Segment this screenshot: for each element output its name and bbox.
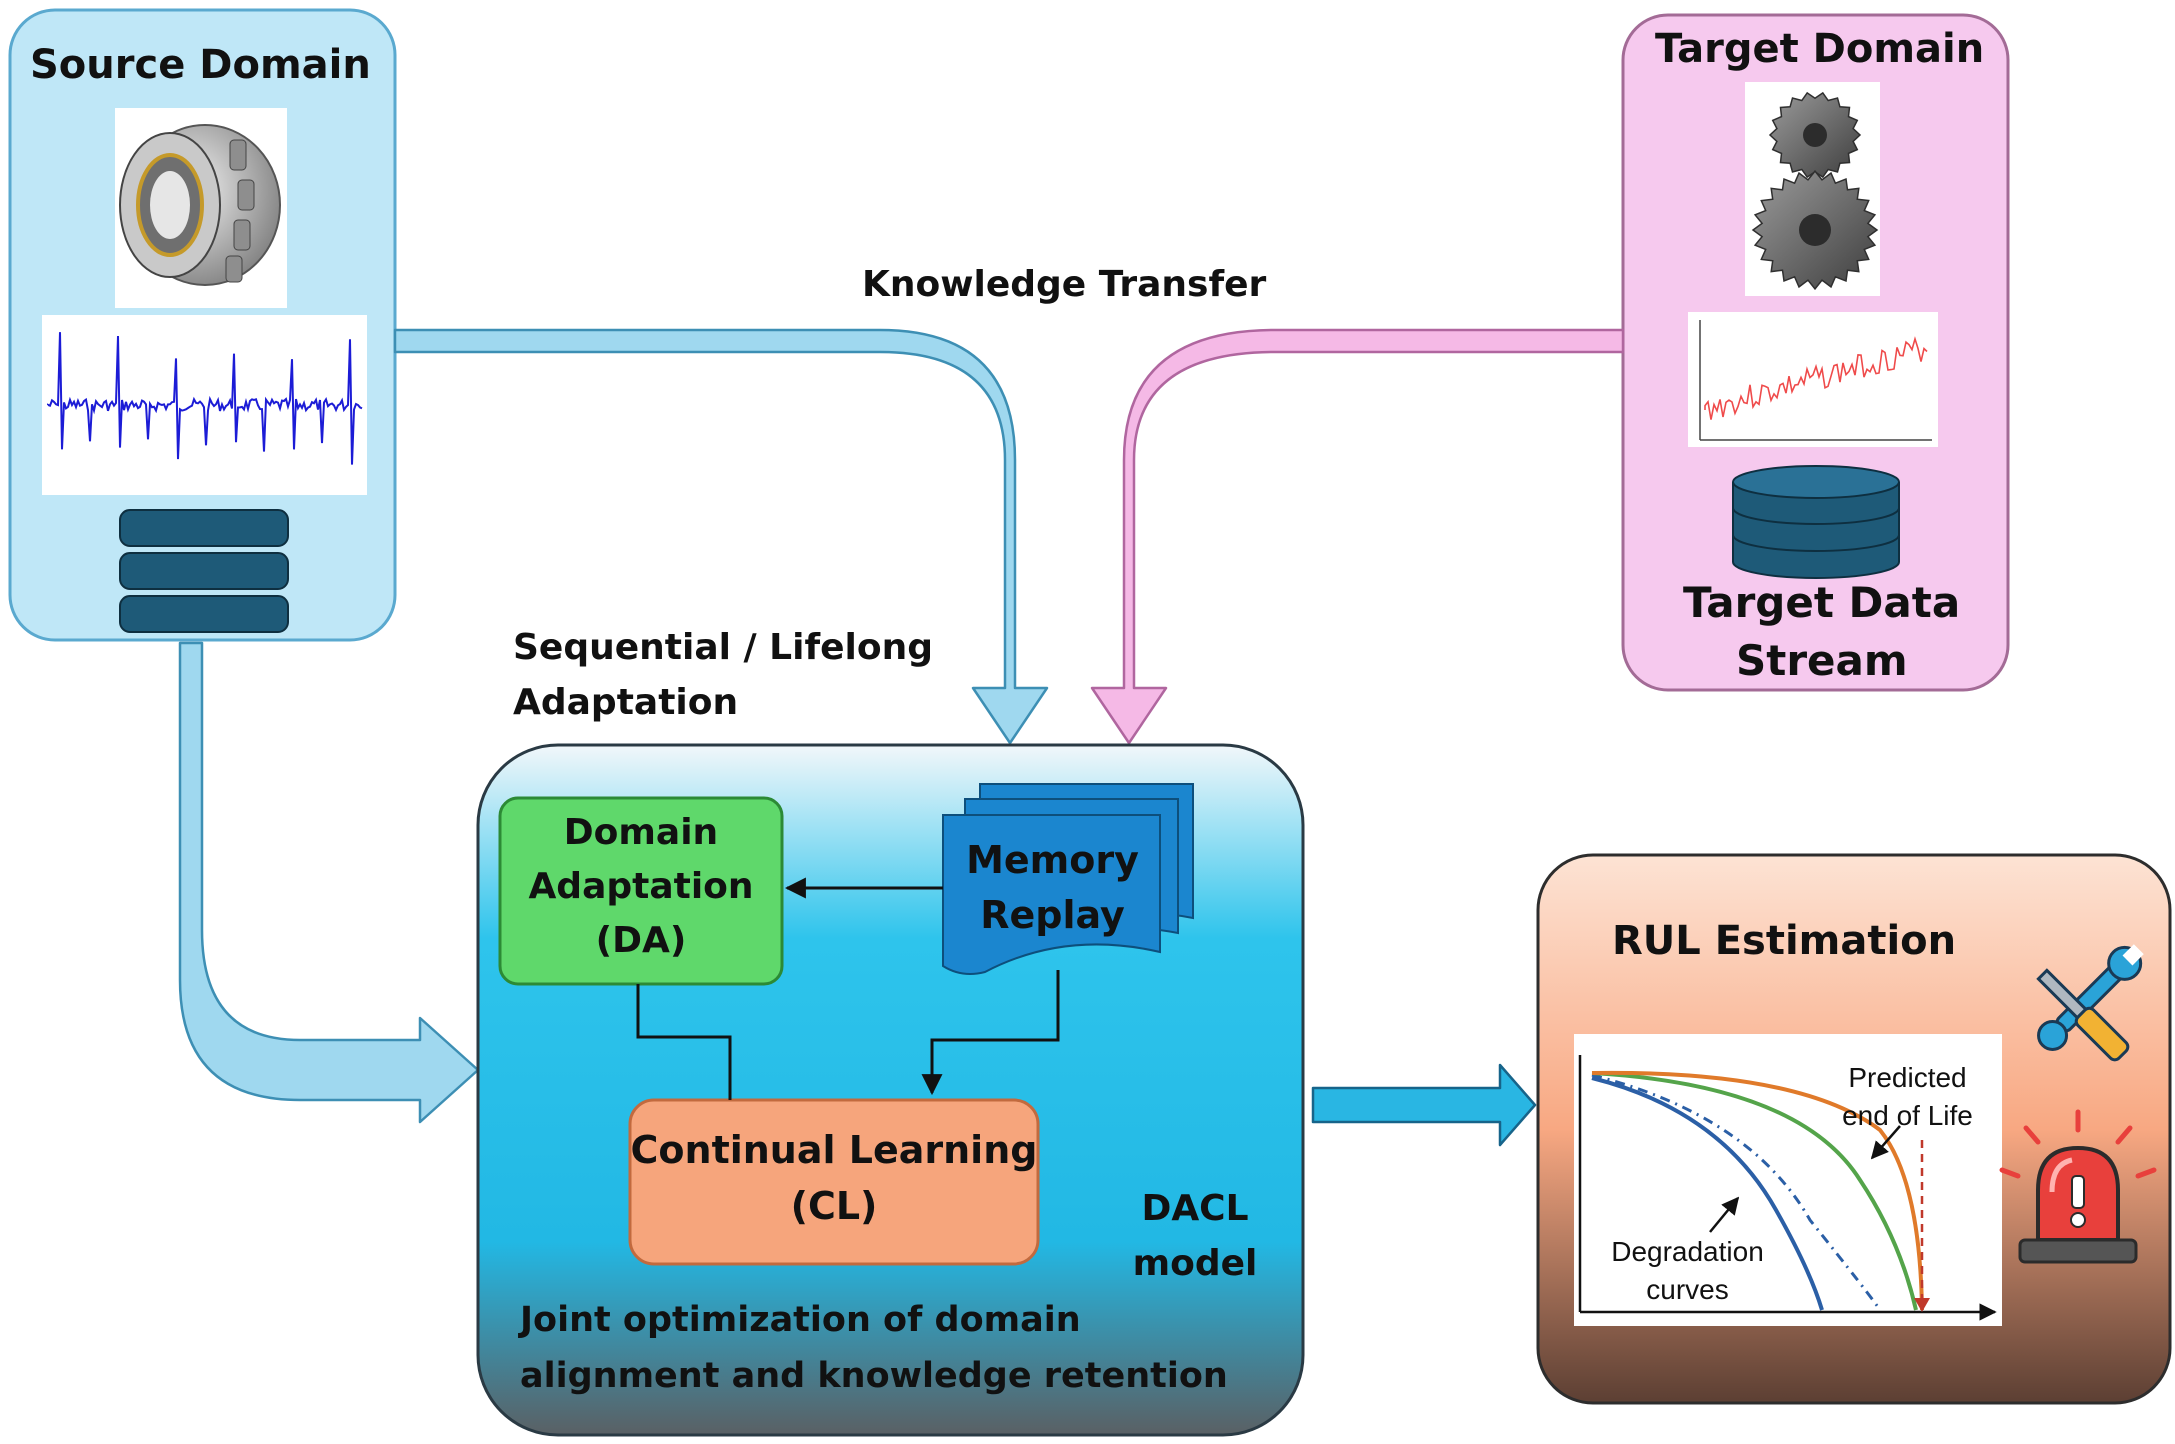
source-transfer-arrow	[393, 328, 1049, 745]
sequential-label-1: Sequential / Lifelong	[513, 627, 934, 668]
source-to-dacl-arrow	[178, 641, 480, 1124]
target-transfer-arrow	[1090, 328, 1625, 745]
rul-estimation-title: RUL Estimation	[1612, 918, 1957, 964]
wrench-screwdriver-icon	[2036, 944, 2144, 1062]
database-icon	[119, 509, 289, 633]
da-label-3: (DA)	[595, 920, 687, 961]
alarm-siren-icon	[1999, 1109, 2157, 1264]
dacl-to-rul-arrow	[1311, 1063, 1537, 1147]
degradation-plot	[1574, 1034, 2002, 1326]
target-stream-label-2: Stream	[1736, 636, 1908, 685]
cl-label-1: Continual Learning	[630, 1128, 1038, 1172]
continual-learning-box	[628, 1098, 1040, 1266]
joint-optimization-label-2: alignment and knowledge retention	[520, 1356, 1228, 1396]
dacl-label-2: model	[1132, 1243, 1258, 1284]
knowledge-transfer-label: Knowledge Transfer	[862, 264, 1267, 305]
memory-label-2: Replay	[980, 893, 1125, 937]
gear-icon	[1745, 82, 1880, 296]
memory-to-cl-arrow	[921, 970, 1060, 1096]
bearing-icon	[115, 108, 287, 308]
vibration-signal-icon	[42, 315, 367, 495]
predicted-label-2: end of Life	[1842, 1100, 1973, 1131]
da-label-2: Adaptation	[528, 866, 754, 907]
degradation-label-2: curves	[1646, 1274, 1729, 1305]
degradation-label-1: Degradation	[1611, 1236, 1764, 1267]
target-domain-title: Target Domain	[1655, 26, 1985, 72]
source-domain-title: Source Domain	[30, 42, 371, 88]
target-stream-label-1: Target Data	[1683, 578, 1961, 627]
joint-optimization-label-1: Joint optimization of domain	[520, 1300, 1081, 1340]
dacl-label-1: DACL	[1141, 1188, 1249, 1229]
sequential-label-2: Adaptation	[513, 682, 739, 723]
target-database-icon	[1732, 465, 1900, 579]
temperature-plot-icon	[1688, 312, 1938, 447]
cl-label-2: (CL)	[790, 1184, 878, 1228]
predicted-label-1: Predicted	[1848, 1062, 1967, 1093]
memory-replay-icon	[942, 783, 1194, 975]
memory-label-1: Memory	[966, 838, 1139, 882]
da-label-1: Domain	[563, 812, 719, 853]
da-to-cl-connector	[636, 984, 732, 1100]
domain-adaptation-box	[498, 796, 784, 986]
